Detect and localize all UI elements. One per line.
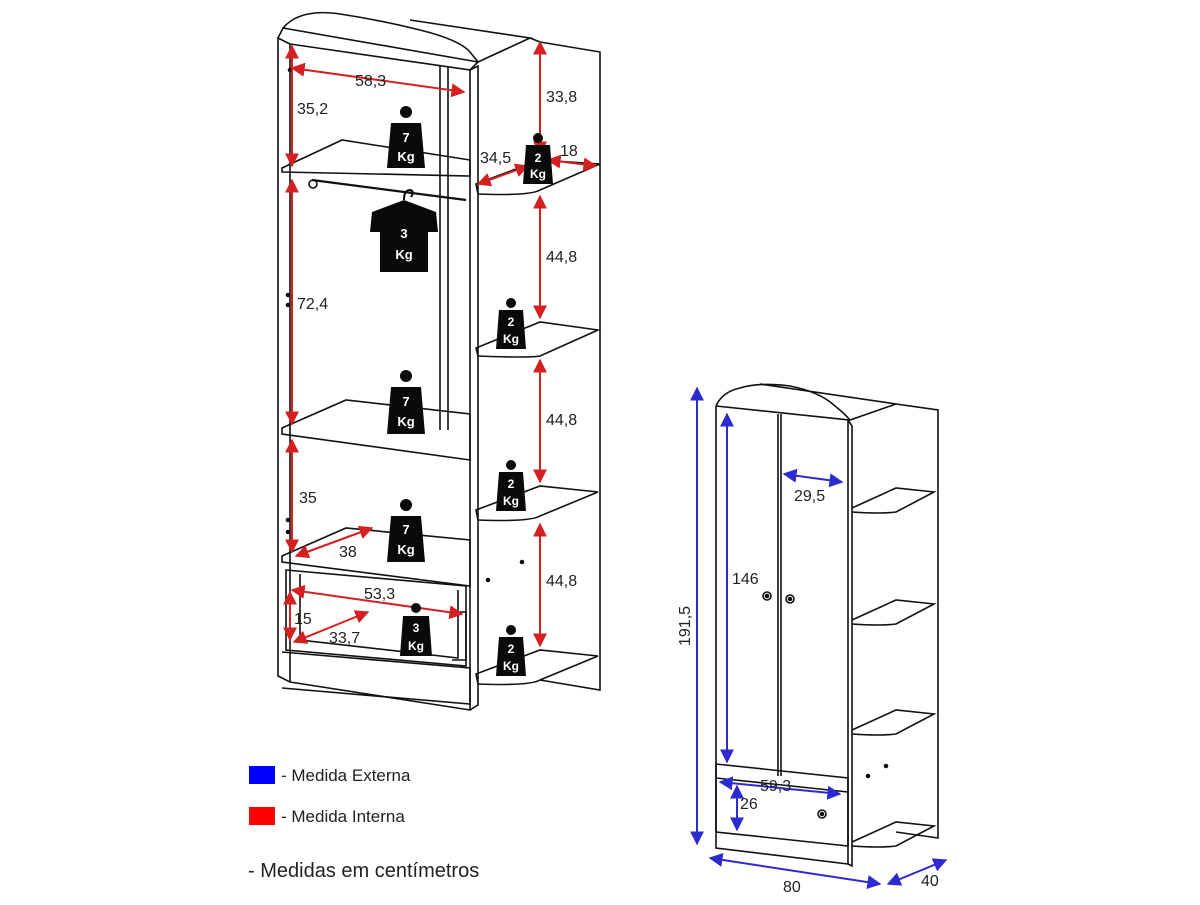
weight-badge-side-shelf-3: 2 Kg — [496, 460, 526, 511]
interior-middle-shelf — [281, 399, 471, 461]
dim-side-top: 33,8 — [546, 89, 577, 106]
interior-crown — [282, 11, 533, 63]
hanger-rod — [311, 178, 467, 202]
svg-text:2: 2 — [535, 151, 542, 165]
interior-carcass-left-panel — [277, 36, 291, 684]
legend-external-label: - Medida Externa — [281, 766, 411, 785]
dim-drawer-height: 15 — [294, 611, 312, 628]
exterior-front — [715, 406, 849, 865]
dim-top-height: 35,2 — [297, 101, 328, 118]
svg-text:Kg: Kg — [530, 167, 546, 181]
svg-text:2: 2 — [508, 477, 515, 491]
svg-text:2: 2 — [508, 315, 515, 329]
dim-drawer-width: 53,3 — [364, 586, 395, 603]
svg-text:Kg: Kg — [503, 494, 519, 508]
svg-text:3: 3 — [413, 621, 420, 635]
svg-text:Kg: Kg — [397, 414, 414, 429]
weight-badge-side-shelf-1: 2 Kg — [523, 133, 553, 184]
dim-drawer-depth: 33,7 — [329, 630, 360, 647]
interior-carcass-top — [277, 27, 480, 71]
units-note: - Medidas em centímetros — [248, 860, 479, 882]
dim-lower-height: 35 — [299, 490, 317, 507]
weight-badge-top-shelf: 7 Kg — [387, 106, 425, 168]
exterior-crown — [715, 383, 851, 421]
legend: - Medida Externa - Medida Interna - Medi… — [248, 766, 479, 882]
weight-badge-side-shelf-2: 2 Kg — [496, 298, 526, 349]
dim-total-depth: 40 — [921, 873, 939, 890]
dim-door-height: 146 — [732, 571, 759, 588]
dim-exterior-drawer-width: 59,3 — [760, 778, 791, 795]
weight-badge-middle-shelf: 7 Kg — [387, 370, 425, 434]
dim-exterior-drawer-height: 26 — [740, 796, 758, 813]
dim-side-gap-2: 44,8 — [546, 412, 577, 429]
door-knob-left — [762, 591, 772, 601]
dim-top-width: 58,3 — [355, 73, 386, 90]
interior-carcass-right-panel — [469, 64, 479, 711]
legend-external-swatch — [249, 766, 275, 784]
svg-text:2: 2 — [508, 642, 515, 656]
interior-dimension-lines — [283, 40, 598, 648]
svg-text:Kg: Kg — [408, 639, 424, 653]
legend-internal-label: - Medida Interna — [281, 807, 405, 826]
weight-badge-drawer: 3 Kg — [400, 603, 432, 656]
legend-internal-swatch — [249, 807, 275, 825]
side-shelf-3 — [475, 485, 599, 522]
dim-side-gap-3: 44,8 — [546, 573, 577, 590]
weight-badge-side-shelf-4: 2 Kg — [496, 625, 526, 676]
dim-door-width: 29,5 — [794, 488, 825, 505]
exterior-dimension-labels: 191,5 146 29,5 59,3 26 80 40 — [677, 488, 939, 896]
interior-top-shelf — [281, 139, 471, 177]
interior-drawer — [285, 569, 467, 667]
svg-text:7: 7 — [402, 130, 409, 145]
side-column-panel — [539, 41, 601, 691]
svg-text:Kg: Kg — [503, 659, 519, 673]
side-shelf-4 — [475, 649, 599, 686]
dim-hanging-height: 72,4 — [297, 296, 328, 313]
side-shelf-2 — [475, 321, 601, 358]
weight-badges: 7 Kg 3 Kg 7 Kg 7 Kg 3 Kg — [370, 106, 553, 676]
dim-lower-depth: 38 — [339, 544, 357, 561]
shirt-hanger-icon: 3 Kg — [370, 188, 438, 272]
interior-dimension-labels: 58,3 35,2 72,4 35 38 53,3 15 33,7 33,8 3… — [294, 73, 578, 647]
svg-text:3: 3 — [400, 226, 407, 241]
drawer-knob — [817, 809, 827, 819]
dim-side-gap-1: 44,8 — [546, 249, 577, 266]
svg-text:7: 7 — [402, 394, 409, 409]
svg-text:Kg: Kg — [397, 542, 414, 557]
weight-badge-lower-shelf: 7 Kg — [387, 499, 425, 562]
dim-side-depth: 34,5 — [480, 150, 511, 167]
door-knob-right — [785, 594, 795, 604]
svg-text:Kg: Kg — [395, 247, 412, 262]
dim-total-width: 80 — [783, 879, 801, 896]
exterior-drawer-front — [715, 763, 849, 847]
interior-carcass-back — [289, 43, 471, 711]
dim-total-height: 191,5 — [677, 606, 694, 646]
dim-side-width: 18 — [560, 143, 578, 160]
exterior-dimension-lines — [690, 386, 948, 890]
svg-text:7: 7 — [402, 522, 409, 537]
side-shelf-1 — [475, 159, 601, 196]
svg-text:Kg: Kg — [503, 332, 519, 346]
svg-text:Kg: Kg — [397, 149, 414, 164]
